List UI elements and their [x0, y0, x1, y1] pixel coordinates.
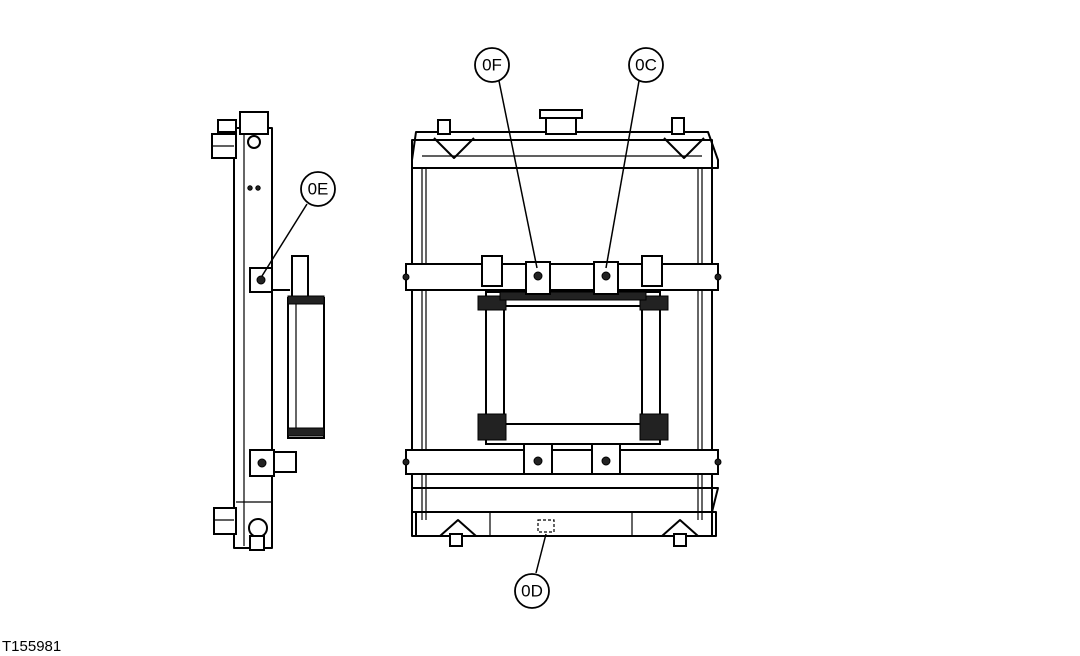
radiator-front-view — [402, 109, 722, 547]
callout-0f: 0F — [474, 47, 510, 83]
radiator-side-view — [211, 111, 325, 551]
svg-text:0C: 0C — [635, 56, 657, 75]
figure-id: T155981 — [2, 638, 62, 655]
svg-text:0E: 0E — [308, 180, 329, 199]
svg-text:0D: 0D — [521, 582, 543, 601]
callout-0d: 0D — [514, 573, 550, 609]
callout-0c: 0C — [628, 47, 664, 83]
svg-text:0F: 0F — [482, 56, 502, 75]
callout-0e: 0E — [300, 171, 336, 207]
